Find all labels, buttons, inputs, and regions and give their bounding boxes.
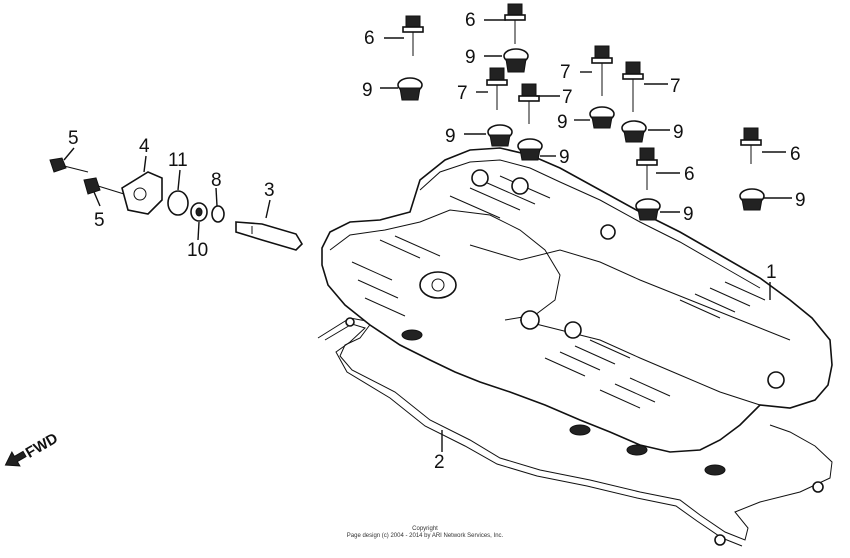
copyright-line-1: Copyright — [412, 526, 438, 532]
callout-7-d: 7 — [670, 76, 681, 97]
callout-5-upper: 5 — [68, 128, 79, 149]
washer-8 — [211, 205, 225, 223]
bolt-5-upper — [49, 157, 89, 173]
grommet-9-d — [517, 138, 543, 161]
callout-10: 10 — [187, 240, 208, 261]
bolt-5-lower — [83, 177, 125, 195]
bolt-7-c — [591, 45, 613, 96]
callout-9-a: 9 — [465, 47, 476, 68]
callout-9-h: 9 — [795, 190, 806, 211]
callout-1: 1 — [766, 262, 777, 283]
grommet-9-h — [739, 188, 765, 211]
callout-5-lower: 5 — [94, 210, 105, 231]
callout-6-c: 6 — [684, 164, 695, 185]
callout-9-e: 9 — [557, 112, 568, 133]
grommet-9-e — [589, 106, 615, 129]
bolt-6-c — [636, 147, 658, 190]
bolt-7-a — [486, 67, 508, 110]
bolt-6-d — [740, 127, 762, 164]
callout-3: 3 — [264, 180, 275, 201]
pipe-3 — [235, 221, 304, 251]
callout-labels: 1 2 3 4 5 5 6 6 6 6 7 7 7 7 8 9 9 9 9 9 … — [68, 10, 806, 473]
grommet-9-g — [635, 198, 661, 221]
copyright-line-2: Page design (c) 2004 - 2014 by ARI Netwo… — [347, 533, 504, 539]
bolt-6-b — [504, 3, 526, 44]
grommet-9-f — [621, 120, 647, 143]
washer-10 — [190, 202, 208, 222]
callout-6-a: 6 — [364, 28, 375, 49]
cylinder-head-cover — [321, 147, 833, 476]
callout-9-d: 9 — [559, 147, 570, 168]
callout-7-a: 7 — [457, 83, 468, 104]
callout-9-b: 9 — [362, 80, 373, 101]
callout-7-b: 7 — [562, 87, 573, 108]
bolt-7-b — [518, 83, 540, 124]
callout-4: 4 — [139, 136, 150, 157]
bolt-6-a — [402, 15, 424, 56]
grommet-9-c — [487, 124, 513, 147]
callout-7-c: 7 — [560, 62, 571, 83]
leader-lines — [63, 19, 792, 452]
o-ring-11 — [167, 190, 189, 216]
cylinder-head-cover-gasket — [317, 317, 833, 547]
fwd-label: FWD — [23, 430, 61, 462]
grommet-9-a — [397, 77, 423, 101]
callout-8: 8 — [211, 170, 222, 191]
grommet-9-b — [503, 48, 529, 73]
callout-11: 11 — [168, 150, 188, 171]
breather-cover-4 — [121, 171, 163, 215]
copyright-notice: Copyright Page design (c) 2004 - 2014 by… — [347, 526, 504, 539]
callout-9-c: 9 — [445, 126, 456, 147]
callout-9-g: 9 — [683, 204, 694, 225]
callout-6-b: 6 — [465, 10, 476, 31]
bolt-7-d — [622, 61, 644, 112]
fwd-arrow: FWD — [4, 430, 61, 467]
callout-6-d: 6 — [790, 144, 801, 165]
callout-9-f: 9 — [673, 122, 684, 143]
callout-2: 2 — [434, 452, 445, 473]
